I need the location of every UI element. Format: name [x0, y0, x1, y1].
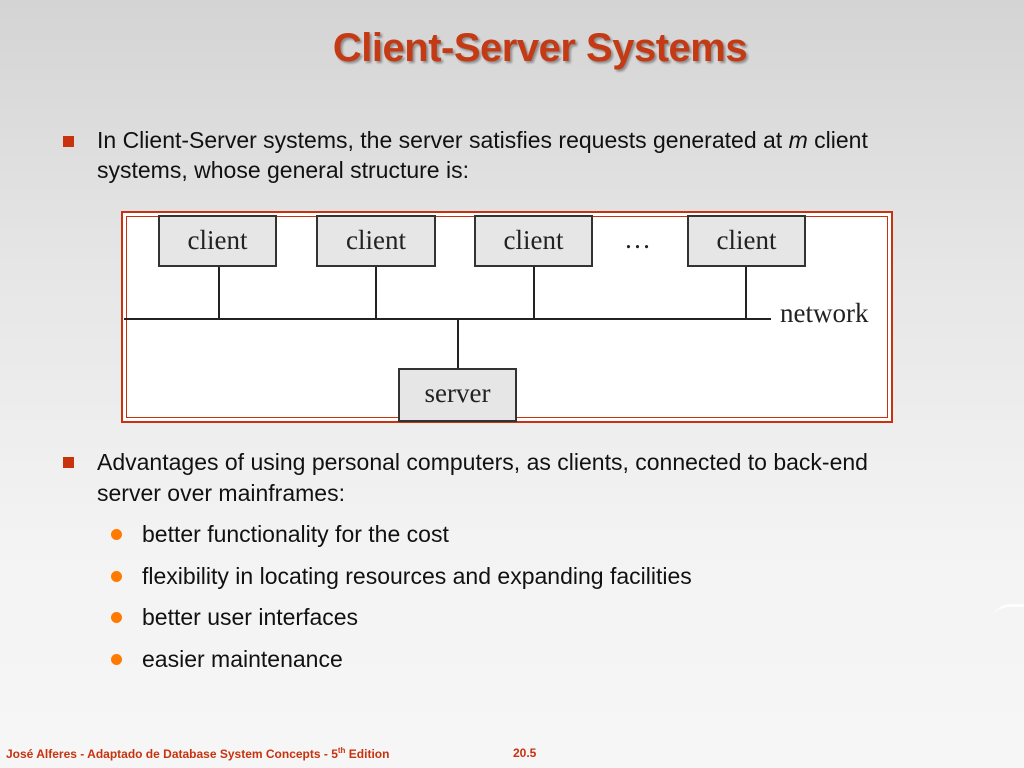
bullet-1-line-2: systems, whose general structure is: [97, 157, 469, 183]
client-box-4: client [687, 215, 806, 267]
footer-credit: José Alferes - Adaptado de Database Syst… [6, 746, 389, 761]
sub-bullet-item: better user interfaces [142, 604, 359, 630]
network-label: network [780, 298, 869, 328]
orange-dot-bullet-icon [111, 529, 122, 540]
server-connector [457, 320, 459, 368]
square-bullet-icon [63, 457, 74, 468]
client-connector-3 [533, 266, 535, 318]
bullet-1-italic-m: m [788, 127, 808, 153]
bullet-2-line-1: Advantages of using personal computers, … [97, 449, 868, 475]
bullet-1-text-a: In Client-Server systems, the server sat… [97, 127, 789, 153]
client-connector-2 [375, 266, 377, 318]
client-connector-4 [745, 266, 747, 318]
sub-bullet-item: easier maintenance [142, 646, 343, 672]
decorative-swoosh [994, 604, 1024, 623]
square-bullet-icon [63, 136, 74, 147]
network-line [124, 318, 771, 320]
page-number: 20.5 [513, 746, 537, 760]
diagram-ellipsis: … [624, 224, 651, 254]
client-box-1: client [158, 215, 277, 267]
orange-dot-bullet-icon [111, 571, 122, 582]
orange-dot-bullet-icon [111, 612, 122, 623]
orange-dot-bullet-icon [111, 654, 122, 665]
sub-bullet-item: flexibility in locating resources and ex… [142, 563, 692, 589]
footer-sup: th [337, 746, 346, 755]
footer-text: José Alferes - Adaptado de Database Syst… [6, 747, 338, 761]
bullet-1-line-1: In Client-Server systems, the server sat… [97, 125, 868, 155]
sub-bullet-item: better functionality for the cost [142, 521, 449, 547]
bullet-2-line-2: server over mainframes: [97, 480, 345, 506]
footer-text-end: Edition [345, 747, 390, 761]
bullet-1-text-b: client [807, 127, 868, 153]
client-box-3: client [474, 215, 593, 267]
slide-title: Client-Server Systems [332, 26, 748, 70]
server-box: server [398, 368, 517, 422]
client-connector-1 [218, 266, 220, 318]
client-box-2: client [316, 215, 436, 267]
